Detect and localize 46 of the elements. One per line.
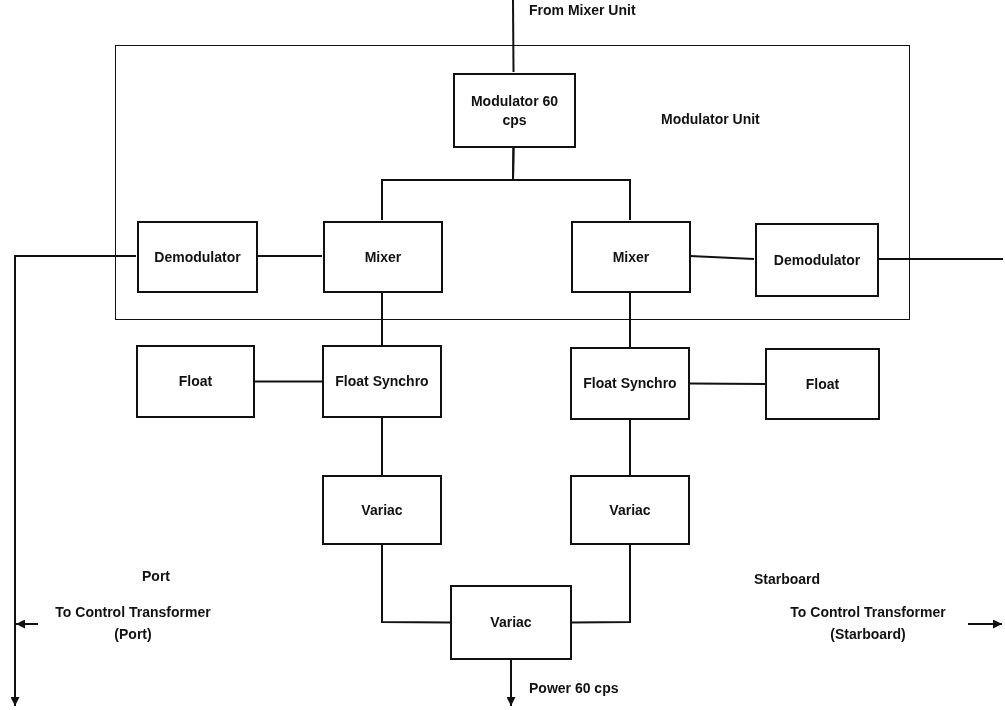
edge-label: From Mixer Unit — [527, 2, 638, 18]
process-box — [323, 221, 443, 293]
process-box — [322, 345, 442, 418]
note-text: To Control Transformer (Starboard) — [789, 603, 947, 644]
connector-line — [571, 544, 631, 624]
process-box — [570, 347, 690, 420]
connector-line — [629, 291, 631, 348]
process-box — [136, 345, 255, 418]
process-box — [453, 73, 576, 148]
unit-title: Modulator Unit — [661, 111, 760, 127]
box-label: Float Synchro — [334, 372, 430, 391]
box-label: Variac — [360, 500, 404, 520]
note-text: To Control Transformer (Port) — [54, 603, 212, 644]
box-label: Float Synchro — [582, 374, 678, 393]
connector-line — [254, 380, 323, 383]
box-label: Float — [177, 372, 214, 391]
connector-line — [629, 419, 631, 476]
arrow — [15, 619, 39, 629]
box-label: Variac — [608, 500, 652, 520]
process-box — [571, 221, 691, 293]
process-box — [765, 348, 880, 420]
box-label: Demodulator — [153, 247, 242, 267]
connector-line — [381, 291, 383, 346]
connector-line — [381, 417, 383, 476]
connector-line — [689, 382, 766, 385]
process-box — [450, 585, 572, 660]
edge-label: Power 60 cps — [527, 680, 621, 696]
unit-frame — [115, 45, 910, 320]
process-box — [322, 475, 442, 545]
box-label: Modulator 60 cps — [469, 92, 560, 129]
connector-line — [381, 544, 451, 624]
connector-line — [512, 0, 515, 73]
connector-line — [512, 146, 631, 221]
arrow — [506, 659, 516, 707]
box-label: Mixer — [363, 247, 403, 267]
box-label: Mixer — [611, 247, 651, 267]
side-label: Port — [140, 568, 172, 584]
arrow — [10, 255, 137, 707]
box-label: Variac — [489, 613, 533, 632]
process-box — [137, 221, 258, 293]
process-box — [570, 475, 690, 545]
side-label: Starboard — [752, 571, 823, 587]
box-label: Float — [804, 374, 841, 394]
arrow — [967, 619, 1003, 629]
box-label: Demodulator — [772, 250, 862, 270]
process-box — [755, 223, 879, 297]
